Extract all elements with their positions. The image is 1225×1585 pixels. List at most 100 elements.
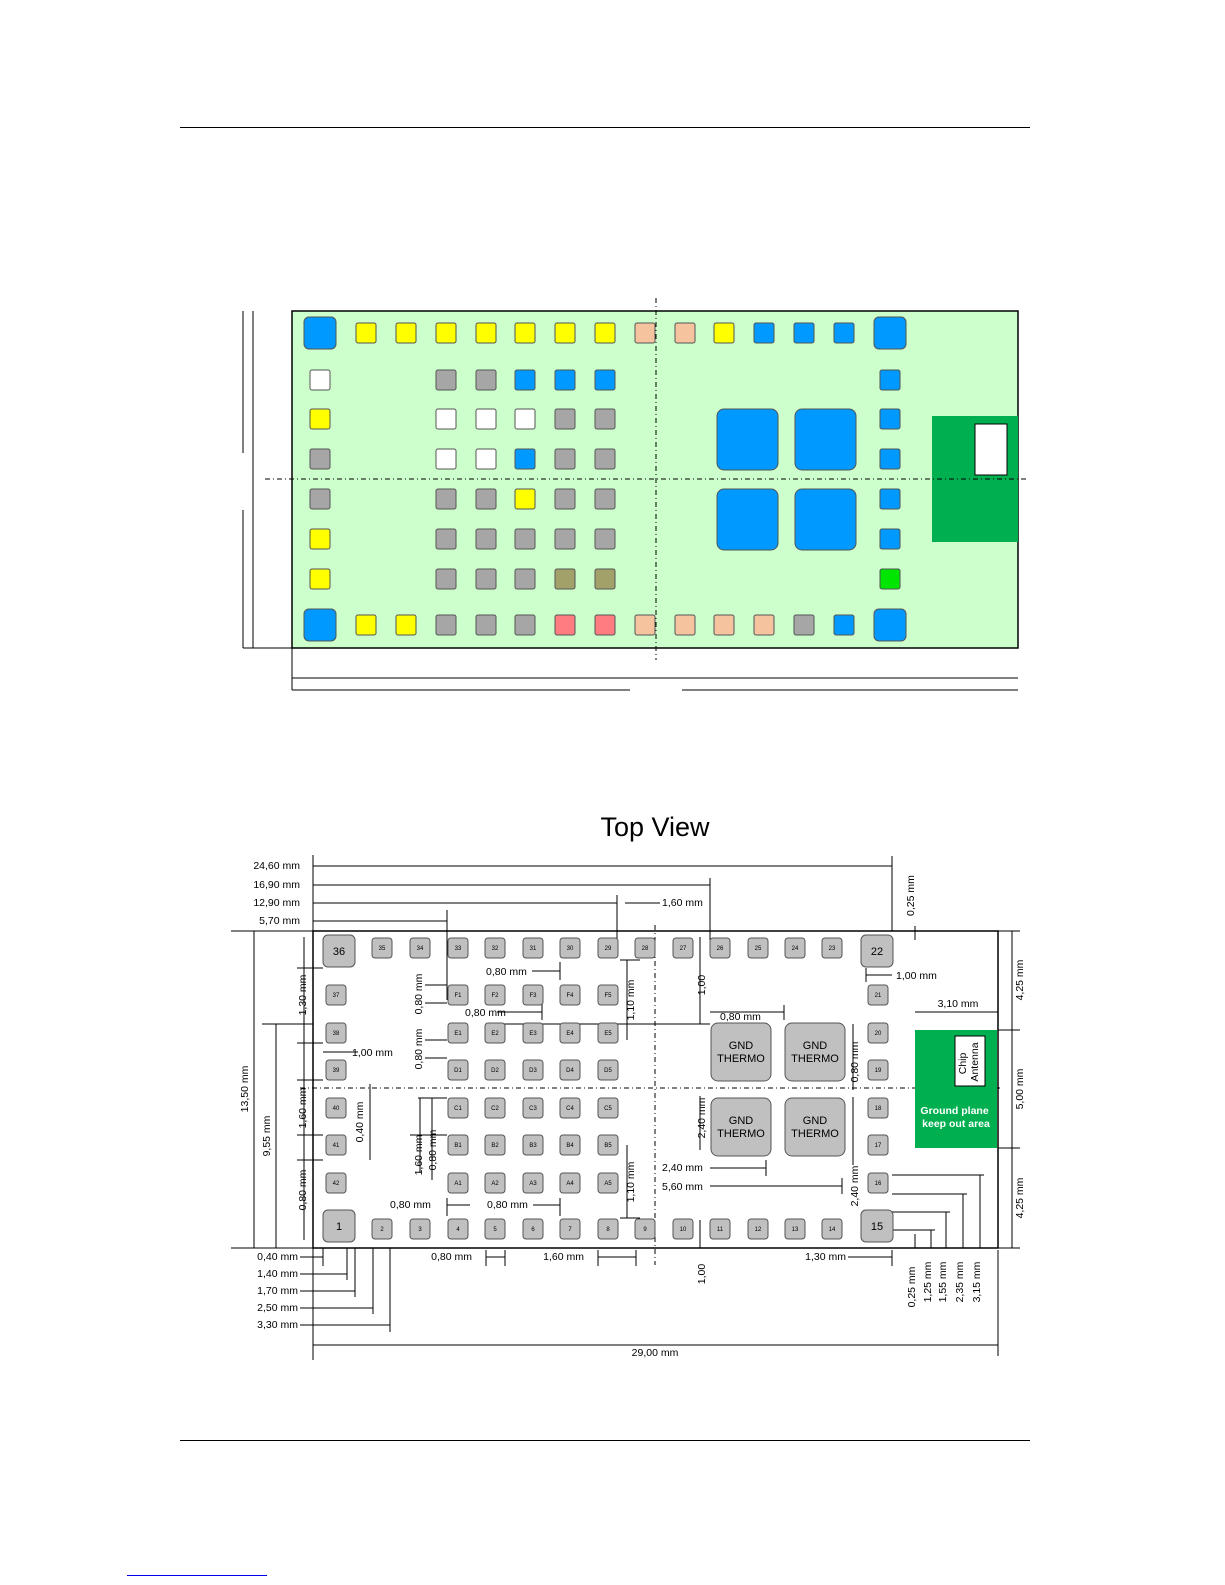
grid-pad bbox=[522, 1134, 544, 1156]
color-map-pad bbox=[713, 614, 735, 636]
dimension-label: 0,80 mm bbox=[720, 1011, 761, 1023]
dimension-label: 12,90 mm bbox=[253, 897, 300, 909]
color-map-pad bbox=[793, 322, 815, 344]
color-map-pad bbox=[303, 316, 337, 350]
pad-label: 36 bbox=[333, 946, 345, 958]
pad-label: 16 bbox=[875, 1181, 882, 1187]
pad-label: C2 bbox=[491, 1106, 499, 1112]
dimension-label: 0,25 mm bbox=[905, 875, 917, 916]
pad-label: 27 bbox=[680, 946, 687, 952]
pad-label: 33 bbox=[455, 946, 462, 952]
pad-label: 15 bbox=[871, 1221, 883, 1233]
grid-pad bbox=[447, 1134, 469, 1156]
dimension-label: 1,25 mm bbox=[922, 1261, 934, 1302]
pad-label: C5 bbox=[604, 1106, 612, 1112]
top-edge-pad bbox=[484, 937, 506, 959]
dimension-label: 0,80 mm bbox=[486, 966, 527, 978]
color-map-pad bbox=[309, 369, 331, 391]
color-map-pad bbox=[879, 369, 901, 391]
grid-pad bbox=[484, 1134, 506, 1156]
dimension-label: 1,60 mm bbox=[543, 1251, 584, 1263]
grid-pad bbox=[522, 984, 544, 1006]
grid-pad bbox=[484, 1172, 506, 1194]
color-map-pad bbox=[514, 614, 536, 636]
color-map-pad bbox=[435, 369, 457, 391]
grid-pad bbox=[559, 1059, 581, 1081]
bottom-edge-pad bbox=[597, 1218, 619, 1240]
pad-label: 11 bbox=[717, 1227, 724, 1233]
grid-pad bbox=[447, 1022, 469, 1044]
color-map-pad bbox=[309, 568, 331, 590]
dimension-label: 5,70 mm bbox=[259, 915, 300, 927]
color-map-pad bbox=[475, 408, 497, 430]
color-map-pad bbox=[594, 528, 616, 550]
dimension-label: 0,80 mm bbox=[487, 1199, 528, 1211]
dimension-label: 0,40 mm bbox=[354, 1101, 366, 1142]
pad-label: A4 bbox=[566, 1181, 574, 1187]
bottom-edge-pad bbox=[672, 1218, 694, 1240]
top-edge-pad bbox=[821, 937, 843, 959]
dimension-label: 0,80 mm bbox=[431, 1251, 472, 1263]
color-map-pad bbox=[309, 528, 331, 550]
dimension-label: 1,10 mm bbox=[625, 979, 637, 1020]
color-map-pad bbox=[395, 322, 417, 344]
dimension-lines bbox=[231, 855, 1020, 1360]
footer-link[interactable] bbox=[127, 1575, 267, 1576]
figure-title: Top View bbox=[600, 812, 710, 842]
pad-label: E2 bbox=[491, 1031, 499, 1037]
color-map-pad bbox=[713, 322, 735, 344]
pad-label: 31 bbox=[530, 946, 537, 952]
pad-label: D5 bbox=[604, 1068, 612, 1074]
color-map-pad bbox=[435, 614, 457, 636]
color-map-pad bbox=[873, 316, 907, 350]
color-map-pad bbox=[435, 448, 457, 470]
pad-label: 40 bbox=[333, 1106, 340, 1112]
grid-pad bbox=[597, 1134, 619, 1156]
color-map-pad bbox=[879, 448, 901, 470]
pad-label: 26 bbox=[717, 946, 724, 952]
bottom-edge-pad bbox=[634, 1218, 656, 1240]
pad-label: 3 bbox=[418, 1227, 422, 1233]
pad-label: F1 bbox=[454, 993, 462, 999]
color-map-pad bbox=[594, 448, 616, 470]
color-map-pad bbox=[435, 488, 457, 510]
pad-label: 6 bbox=[531, 1227, 535, 1233]
dimension-label: 4,25 mm bbox=[1014, 959, 1026, 1000]
pad-label: D2 bbox=[491, 1068, 499, 1074]
pad-label: 12 bbox=[755, 1227, 762, 1233]
keep-out-label: Ground plane keep out area bbox=[920, 1105, 991, 1130]
bottom-edge-pad bbox=[484, 1218, 506, 1240]
dimension-label: 1,00 bbox=[696, 1264, 708, 1285]
pad-label: B5 bbox=[604, 1143, 612, 1149]
pad-label: 2 bbox=[380, 1227, 384, 1233]
grid-pad bbox=[522, 1172, 544, 1194]
color-map-pad bbox=[879, 488, 901, 510]
color-map-pad bbox=[793, 614, 815, 636]
right-edge-pad bbox=[867, 1134, 889, 1156]
pad-label: E1 bbox=[454, 1031, 462, 1037]
grid-pad bbox=[597, 1022, 619, 1044]
grid-pad bbox=[447, 1097, 469, 1119]
pad-label: B1 bbox=[454, 1143, 462, 1149]
pad-label: F3 bbox=[529, 993, 537, 999]
color-map-pad bbox=[674, 322, 696, 344]
grid-pad bbox=[522, 1097, 544, 1119]
top-edge-pad bbox=[447, 937, 469, 959]
top-edge-pad bbox=[522, 937, 544, 959]
dimension-label: 0,80 mm bbox=[427, 1129, 439, 1170]
dimension-label: 0,80 mm bbox=[849, 1041, 861, 1082]
color-map-pad bbox=[303, 608, 337, 642]
pin-color-map bbox=[242, 298, 1027, 691]
color-map-pad bbox=[309, 408, 331, 430]
grid-pad bbox=[597, 984, 619, 1006]
color-map-pad bbox=[753, 614, 775, 636]
pad-label: 32 bbox=[492, 946, 499, 952]
grid-pad bbox=[597, 1172, 619, 1194]
pad-label: 42 bbox=[333, 1181, 340, 1187]
bottom-edge-pad bbox=[784, 1218, 806, 1240]
top-edge-pad bbox=[559, 937, 581, 959]
gnd-thermo-pad-1 bbox=[716, 408, 779, 471]
color-map-pad bbox=[475, 369, 497, 391]
